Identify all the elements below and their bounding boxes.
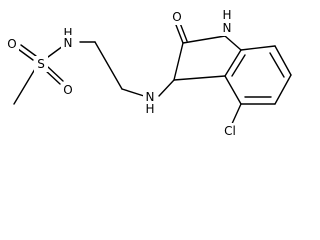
bond-c3a-c3 [173,75,226,81]
bond-s-o-top-1 [17,48,34,61]
atom-hydrogen-indole: H [222,8,231,22]
atom-hydrogen-sulfonamide: H [63,26,72,40]
bond-s-o-top-2 [20,44,37,57]
bond-s-o-bottom-1 [44,69,61,85]
bond-c5-cl [230,103,242,127]
bond-c7a-c7 [240,45,276,51]
bond-c7-c6-1 [274,45,292,76]
bond-s-o-bottom-2 [47,66,64,82]
bond-nh-c3 [158,79,175,97]
atom-label-layer: S O O H N N H O H N Cl [5,7,240,139]
bond-c3a-c7a-inner [231,54,246,77]
atom-nitrogen-indole: N [223,21,232,35]
bond-n1-c7a [224,35,242,51]
bond-c7-c6-2 [269,52,285,78]
atom-chlorine: Cl [224,124,236,138]
bond-s-n [47,45,64,58]
bond-c6-c5 [274,74,292,105]
bond-layer [13,22,292,127]
bond-c3-c2 [173,42,184,81]
bond-c2-o-1 [175,24,184,44]
atom-nitrogen-amine: N [146,90,155,104]
bond-c2-n1 [182,35,226,44]
atom-hydrogen-amine: H [145,102,154,116]
atom-oxygen-sulfonyl-bottom: O [63,83,72,97]
bond-c4-c3a [224,75,242,105]
atom-nitrogen-sulfonamide: N [64,36,73,50]
bond-c7a-c3a [224,49,242,77]
atom-oxygen-sulfonyl-top: O [7,37,16,51]
chemical-structure-figure: S O O H N N H O H N Cl [5,7,292,139]
molecule-drawing: S O O H N N H O H N Cl [5,7,292,139]
bond-ch2-ch2 [94,41,123,90]
atom-sulfur: S [37,57,45,71]
bond-c2-o-2 [179,22,188,42]
bond-ch2-nh [121,88,145,97]
atom-oxygen-carbonyl: O [172,10,181,24]
bond-methyl-s [13,68,36,105]
